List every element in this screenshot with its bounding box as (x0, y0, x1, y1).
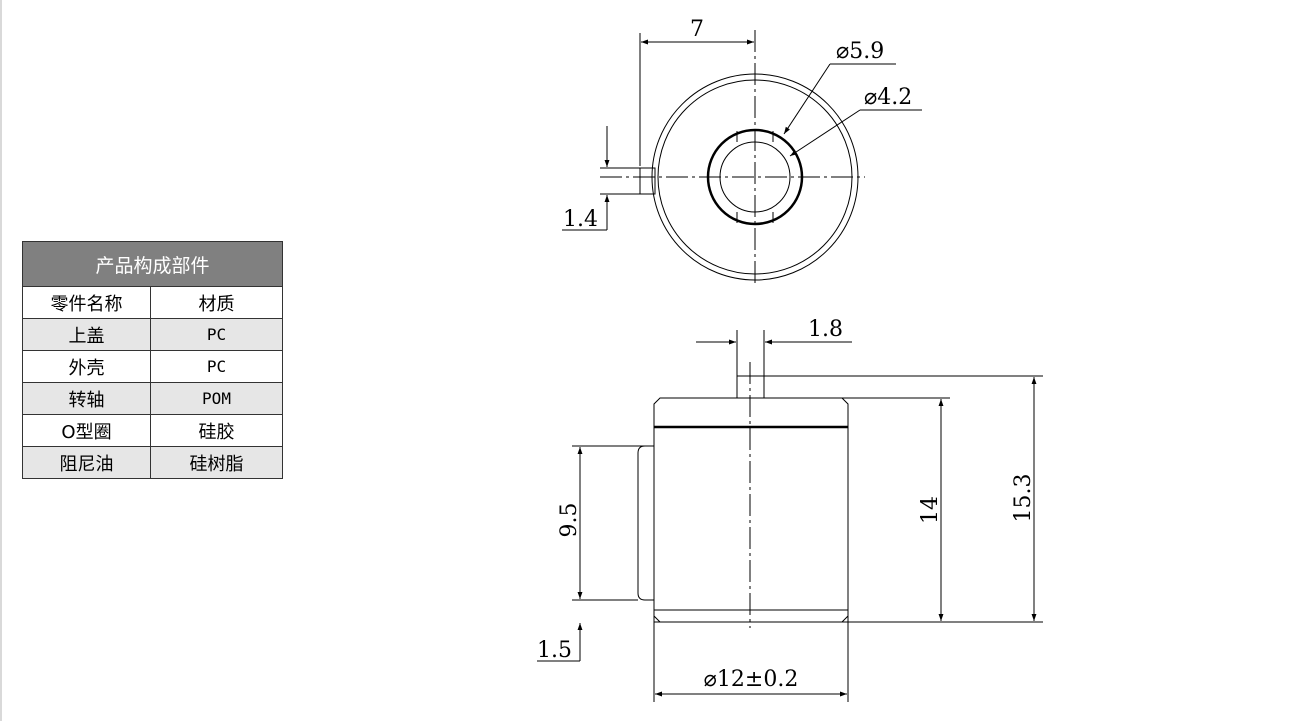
part-name: 上盖 (22, 318, 151, 351)
body-height-dimension: 14 (918, 496, 943, 524)
part-name: 阻尼油 (22, 446, 151, 479)
table-title: 产品构成部件 (22, 241, 283, 287)
tab-outline (639, 167, 656, 195)
part-name: 转轴 (22, 382, 151, 415)
diameter-dimension: ⌀12±0.2 (704, 667, 799, 692)
table-row: 阻尼油 硅树脂 (22, 446, 283, 479)
parts-table: 产品构成部件 零件名称 材质 上盖 PC 外壳 PC 转轴 POM O型圈 硅胶… (22, 241, 283, 479)
tab-dimension: 1.4 (563, 207, 598, 232)
inner-dia-leader (789, 109, 861, 157)
part-material: 硅树脂 (150, 446, 283, 479)
part-material: 硅胶 (150, 414, 283, 447)
shaft-width-dimension: 1.8 (808, 317, 843, 342)
top-view (562, 30, 922, 283)
inner-diameter-dimension: ⌀4.2 (864, 85, 912, 110)
left-border (0, 0, 2, 721)
table-row: 转轴 POM (22, 382, 283, 415)
part-name: 外壳 (22, 350, 151, 383)
outer-dia-leader (783, 63, 831, 135)
part-material: PC (150, 318, 283, 351)
outer-diameter-dimension: ⌀5.9 (836, 39, 884, 64)
table-row: 外壳 PC (22, 350, 283, 383)
width-dimension: 7 (690, 17, 704, 42)
side-tab (637, 445, 654, 601)
table-row: 上盖 PC (22, 318, 283, 351)
side-view (537, 330, 1043, 702)
body-outline (653, 397, 849, 623)
total-height-dimension: 15.3 (1011, 474, 1036, 523)
part-material: PC (150, 350, 283, 383)
bottom-dimension: 1.5 (537, 638, 572, 663)
tab-height-dimension: 9.5 (557, 503, 582, 538)
